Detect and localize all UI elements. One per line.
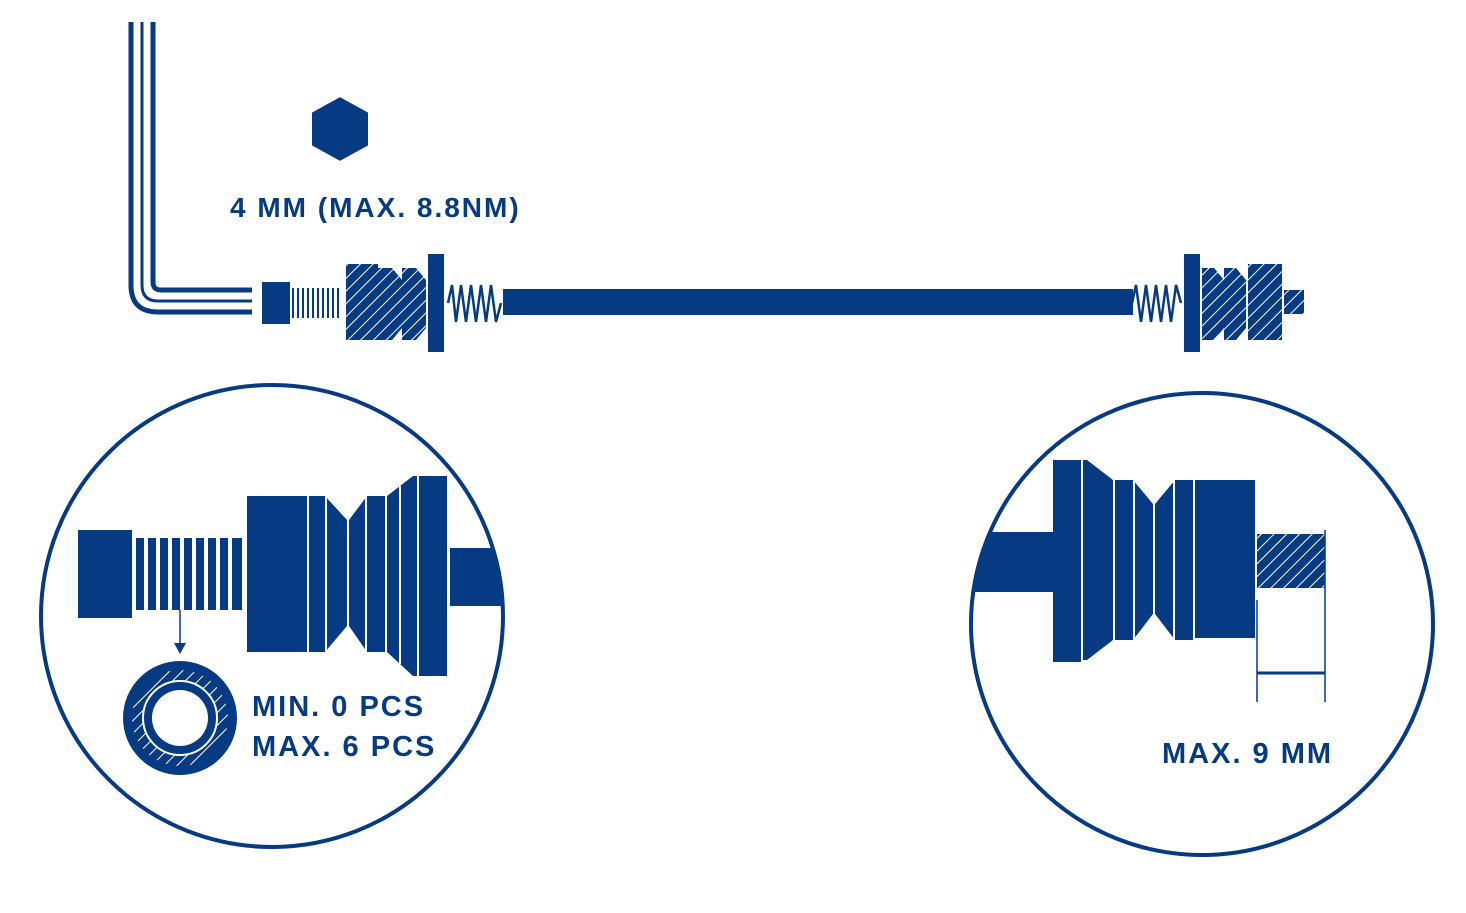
hex-size-label: 4 MM (MAX. 8.8NM) — [230, 192, 521, 223]
thread-length-dimension — [1256, 530, 1326, 702]
washer-icon — [123, 661, 237, 775]
left-detail-view: MIN. 0 PCS MAX. 6 PCS — [39, 383, 505, 849]
axle-rod — [503, 289, 1133, 315]
hex-key-icon — [128, 22, 252, 315]
washer-stack — [292, 288, 339, 318]
washer-max-label: MAX. 6 PCS — [252, 731, 436, 763]
left-detail-frame — [39, 383, 505, 849]
hexagon-icon — [310, 94, 370, 164]
left-spring — [446, 284, 503, 323]
bolt-head — [262, 282, 290, 324]
washer-min-label: MIN. 0 PCS — [252, 691, 425, 723]
thread-max-label: MAX. 9 MM — [1162, 738, 1333, 770]
right-spring — [1130, 284, 1183, 323]
right-detail-view: MAX. 9 MM — [969, 391, 1435, 857]
axle-assembly — [262, 254, 1304, 352]
right-detail-frame — [969, 391, 1435, 857]
